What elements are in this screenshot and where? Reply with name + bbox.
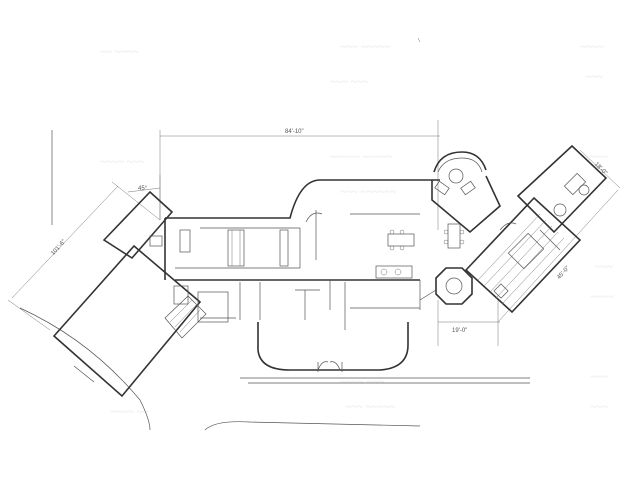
svg-text:~~~: ~~~ xyxy=(590,401,608,413)
svg-text:~~~~ ~~~: ~~~~ ~~~ xyxy=(100,156,144,168)
svg-text:~~~~ ~~: ~~~~ ~~ xyxy=(110,406,149,418)
svg-text:~~~~~ ~~~~~: ~~~~~ ~~~~~ xyxy=(330,151,392,163)
main-house xyxy=(164,179,440,330)
octagon-hub xyxy=(419,267,473,305)
svg-text:~~~~ ~~~: ~~~~ ~~~ xyxy=(340,376,384,388)
dim-bottom-offset: 19'-0" xyxy=(452,328,467,334)
master-wing xyxy=(464,144,608,314)
svg-text:~~~ ~~~~~: ~~~ ~~~~~ xyxy=(340,41,390,53)
svg-text:~~~: ~~~ xyxy=(585,71,603,83)
dimension-lines xyxy=(7,120,621,346)
svg-text:~~~ ~~~~~: ~~~ ~~~~~ xyxy=(345,401,395,413)
stray-mark xyxy=(417,37,421,43)
front-courtyard xyxy=(257,322,409,372)
site-lines xyxy=(19,130,530,431)
rotunda xyxy=(431,151,501,249)
svg-text:~~~~: ~~~~ xyxy=(580,41,604,53)
svg-text:~~~ ~~~~~~: ~~~ ~~~~~~ xyxy=(340,186,396,198)
dim-right-wing-length: 45'-0" xyxy=(556,265,571,280)
svg-text:~~~: ~~~ xyxy=(595,261,613,273)
svg-text:~~~~: ~~~~ xyxy=(590,291,614,303)
svg-text:~~ ~~~~: ~~ ~~~~ xyxy=(100,46,139,58)
svg-text:~~~: ~~~ xyxy=(590,371,608,383)
svg-text:~~~ ~~~: ~~~ ~~~ xyxy=(330,76,369,88)
dim-angle: 45° xyxy=(138,186,148,192)
dim-left-wing-length: 101'-6" xyxy=(50,239,67,257)
svg-text:~~~: ~~~ xyxy=(590,151,608,163)
dim-overall-width: 84'-10" xyxy=(285,129,304,135)
garage-wing xyxy=(52,190,207,398)
ghost-marks: ~~ ~~~~ ~~~ ~~~~~ ~~~~ ~~~ ~~~ ~~~ ~~~~ … xyxy=(100,41,614,418)
dim-right-wing-depth: 18'-0" xyxy=(593,162,608,177)
